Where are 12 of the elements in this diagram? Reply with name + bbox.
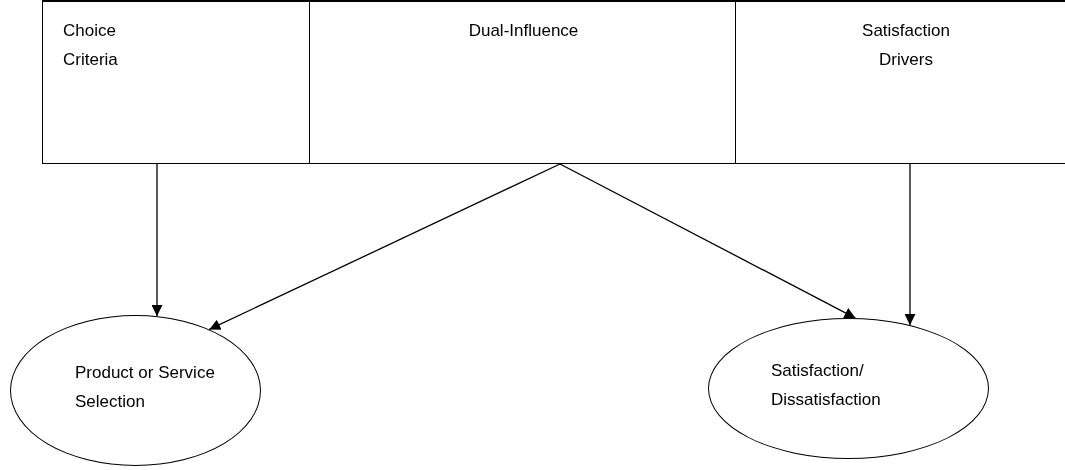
arrow xyxy=(904,163,916,326)
node-label: Product or Service Selection xyxy=(75,362,216,413)
factor-cell xyxy=(309,0,736,164)
node-label: Satisfaction/ Dissatisfaction xyxy=(771,360,882,411)
factor-cell xyxy=(735,0,1065,164)
node-label: Dual-Influence xyxy=(467,20,580,42)
node-label: Satisfaction Drivers xyxy=(861,20,951,71)
factor-cell xyxy=(42,0,310,164)
arrow xyxy=(151,163,163,317)
arrow xyxy=(208,163,561,331)
arrow xyxy=(559,163,857,319)
node-label: Choice Criteria xyxy=(63,20,119,71)
